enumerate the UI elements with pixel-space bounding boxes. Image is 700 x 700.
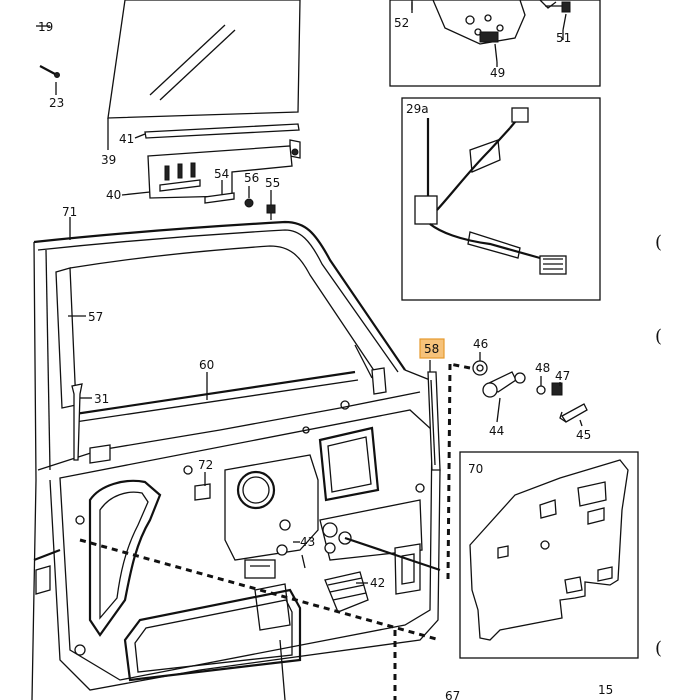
leader-lines — [36, 2, 583, 584]
label-29a: 29a — [406, 102, 429, 116]
seal-strip-58 — [427, 371, 441, 471]
label-45: 45 — [576, 428, 591, 442]
fasteners-54-55-56 — [204, 192, 276, 220]
label-39: 39 — [101, 153, 116, 167]
label-31: 31 — [94, 392, 109, 406]
label-51: 51 — [556, 31, 571, 45]
highlight-box-58 — [419, 338, 445, 359]
label-23: 23 — [49, 96, 64, 110]
margin-mark-1: ( — [655, 232, 662, 253]
label-72: 72 — [198, 458, 213, 472]
label-57: 57 — [88, 310, 103, 324]
label-19: 19 — [38, 20, 53, 34]
label-46: 46 — [473, 337, 488, 351]
label-49: 49 — [490, 66, 505, 80]
inset-box-wiring-harness — [401, 97, 601, 301]
assembly-dashed-lines — [79, 362, 471, 700]
label-48: 48 — [535, 361, 550, 375]
label-15: 15 — [598, 683, 613, 697]
label-52: 52 — [394, 16, 409, 30]
label-42: 42 — [370, 576, 385, 590]
label-56: 56 — [244, 171, 259, 185]
inset-box-trim-panel — [459, 451, 639, 659]
label-44: 44 — [489, 424, 504, 438]
label-60: 60 — [199, 358, 214, 372]
label-67: 67 — [445, 689, 460, 700]
label-55: 55 — [265, 176, 280, 190]
part-labels: 19 23 39 41 40 54 56 55 71 57 60 31 72 4… — [38, 16, 613, 700]
door-frame — [31, 220, 441, 700]
window-glass-39 — [107, 0, 301, 119]
inset-box-lock-assembly — [389, 0, 601, 87]
label-40: 40 — [106, 188, 121, 202]
label-47: 47 — [555, 369, 570, 383]
label-58: 58 — [424, 342, 439, 356]
margin-mark-2: ( — [655, 326, 662, 347]
label-70: 70 — [468, 462, 483, 476]
label-54: 54 — [214, 167, 229, 181]
label-71: 71 — [62, 205, 77, 219]
lifter-bracket-40 — [147, 145, 293, 199]
label-41: 41 — [119, 132, 134, 146]
inner-handle-parts — [472, 360, 588, 423]
margin-marks: ( ( ( — [655, 232, 662, 659]
label-43: 43 — [300, 535, 315, 549]
margin-mark-3: ( — [655, 638, 662, 659]
screw-23 — [39, 65, 60, 78]
